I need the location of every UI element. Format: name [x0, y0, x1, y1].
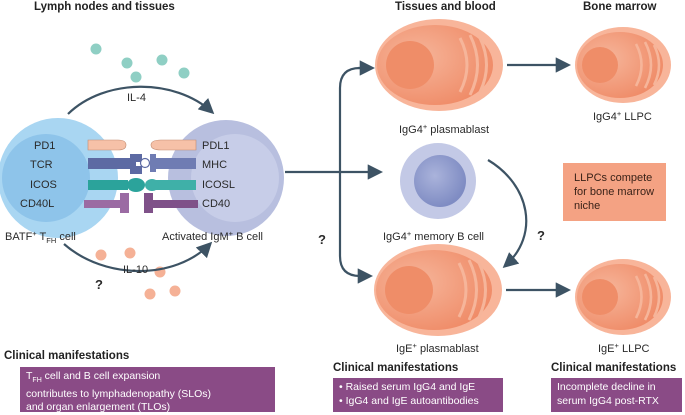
tfh-receptor-tcr: TCR [30, 159, 53, 171]
header-lymph-nodes: Lymph nodes and tissues [34, 1, 175, 13]
tfh-receptor-pd1: PD1 [34, 140, 55, 152]
header-bone-marrow: Bone marrow [583, 1, 657, 13]
bcell-ligand-pdl1: PDL1 [202, 140, 230, 152]
igg4-memory-b-cell [400, 143, 476, 219]
il10-arrow [63, 241, 213, 273]
ige-plasmablast-label: IgE+ plasmablast [396, 341, 479, 355]
tfh-receptor-icos: ICOS [30, 179, 57, 191]
llpc-competition-note: LLPCs compete for bone marrow niche [563, 163, 666, 221]
llpc-note-line: LLPCs compete [574, 172, 653, 184]
igg4-llpc-cell [575, 27, 671, 103]
il4-label: IL-4 [127, 92, 146, 104]
il10-label: IL-10 [123, 264, 148, 276]
llpc-note-line: for bone marrow [574, 186, 655, 198]
il4-arrow [67, 85, 215, 115]
ige-plasmablast-cell [374, 244, 502, 336]
memory-to-ige-arrow [487, 159, 528, 269]
clinical-box-blood: Raised serum IgG4 and IgE IgG4 and IgE a… [333, 378, 503, 412]
header-tissues-blood: Tissues and blood [395, 1, 496, 13]
llpc-note-line: niche [574, 200, 601, 212]
branch-unknown-marker: ? [318, 232, 326, 247]
clinical-box-blood-bullet: Raised serum IgG4 and IgE [339, 381, 497, 395]
clinical-box-lymph-line1: TFH cell and B cell expansion [26, 370, 161, 385]
il10-unknown-marker: ? [95, 277, 103, 292]
clinical-box-lymph: TFH cell and B cell expansion contribute… [20, 367, 275, 414]
clinical-box-lymph-line3: and organ enlargement (TLOs) [26, 401, 171, 414]
bcell-ligand-mhc: MHC [202, 159, 227, 171]
ige-llpc-cell [575, 259, 671, 335]
tfh-cell-label: BATF+ TFH cell [5, 229, 76, 245]
pd1-pdl1-pair [87, 139, 197, 151]
igg4-plasmablast-cell [375, 19, 503, 111]
tfh-receptor-cd40l: CD40L [20, 198, 54, 210]
igg4-llpc-label: IgG4+ LLPC [593, 109, 652, 123]
igg4-memory-b-label: IgG4+ memory B cell [383, 229, 484, 243]
igg4-plasmablast-label: IgG4+ plasmablast [399, 122, 489, 136]
clinical-box-marrow-line: serum IgG4 post-RTX [557, 394, 659, 407]
tcr-mhc-pair [88, 154, 196, 174]
clinical-box-blood-bullet: IgG4 and IgE autoantibodies [339, 395, 497, 409]
clinical-box-marrow: Incomplete decline in serum IgG4 post-RT… [551, 378, 682, 412]
tfh-cell [0, 118, 118, 238]
activated-b-cell [168, 120, 284, 236]
clinical-title-lymph: Clinical manifestations [4, 350, 130, 362]
icos-icosl-pair [88, 178, 196, 192]
bcell-ligand-cd40: CD40 [202, 198, 230, 210]
memory-unknown-marker: ? [537, 228, 545, 243]
ige-llpc-label: IgE+ LLPC [598, 341, 650, 355]
il4-cytokine-dots [90, 43, 190, 83]
clinical-title-blood: Clinical manifestations [333, 362, 459, 374]
clinical-title-marrow: Clinical manifestations [551, 362, 677, 374]
clinical-box-marrow-line: Incomplete decline in [557, 381, 656, 393]
bcell-label: Activated IgM+ B cell [162, 229, 263, 243]
clinical-box-lymph-line2: contributes to lymphadenopathy (SLOs) [26, 387, 212, 400]
cd40l-cd40-pair [84, 193, 198, 213]
bcell-ligand-icosl: ICOSL [202, 179, 235, 191]
